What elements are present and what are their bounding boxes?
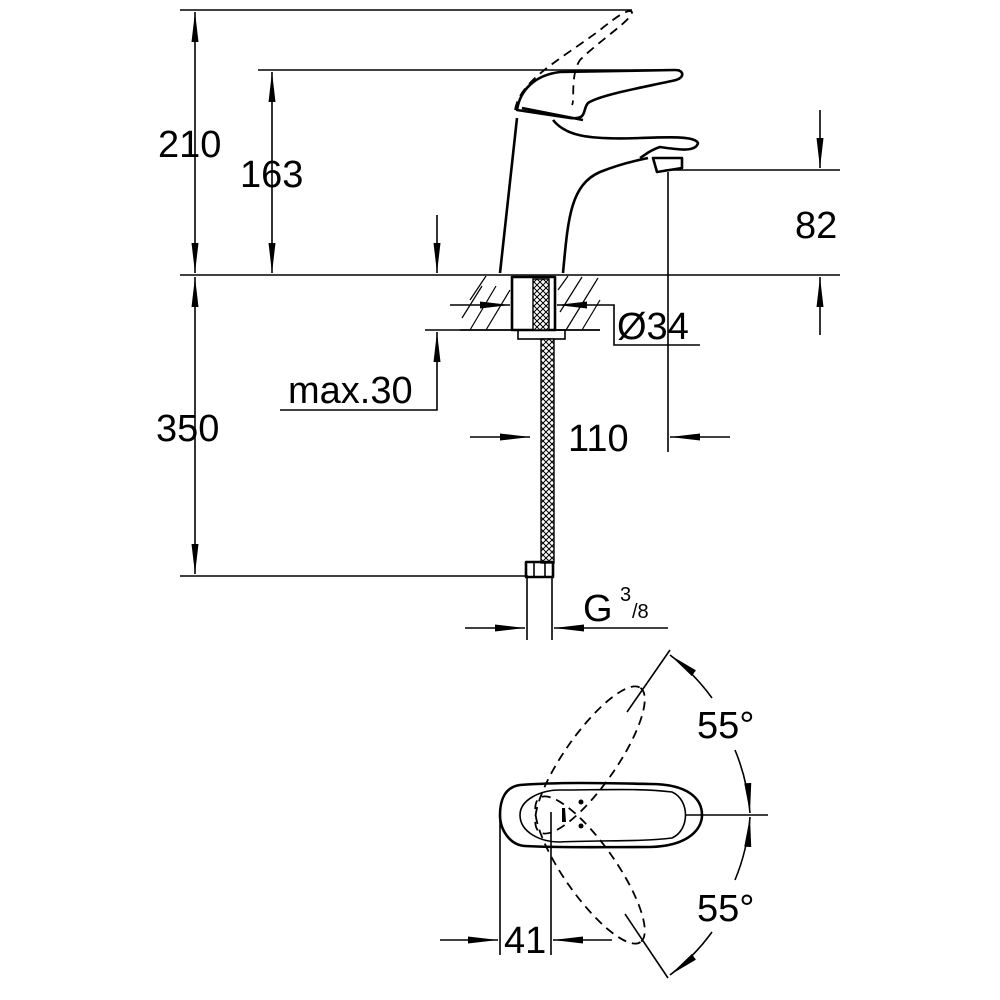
top-view-handle	[440, 649, 768, 979]
deck-section	[460, 275, 601, 340]
thread-numerator: 3	[620, 584, 632, 606]
faucet-body	[498, 68, 700, 274]
dim-rotation-down: 55°	[697, 888, 755, 930]
dim-spout-height: 82	[795, 205, 838, 247]
dim-total-height: 210	[158, 124, 222, 166]
dim-max-deck-thickness: max.30	[288, 370, 413, 412]
dim-handle-offset: 41	[504, 920, 547, 962]
dimension-lines	[191, 12, 824, 640]
dim-hole-diameter: Ø34	[617, 306, 689, 348]
extension-lines	[180, 9, 840, 577]
dim-spout-reach: 110	[568, 418, 629, 460]
dim-rotation-up: 55°	[697, 705, 755, 747]
dim-connection-thread: G	[583, 588, 613, 630]
dim-handle-height: 163	[240, 154, 304, 196]
raised-handle-outline	[514, 10, 633, 111]
thread-denominator: /8	[632, 601, 649, 623]
dim-hose-length: 350	[156, 408, 220, 450]
flexible-hose	[524, 278, 555, 579]
